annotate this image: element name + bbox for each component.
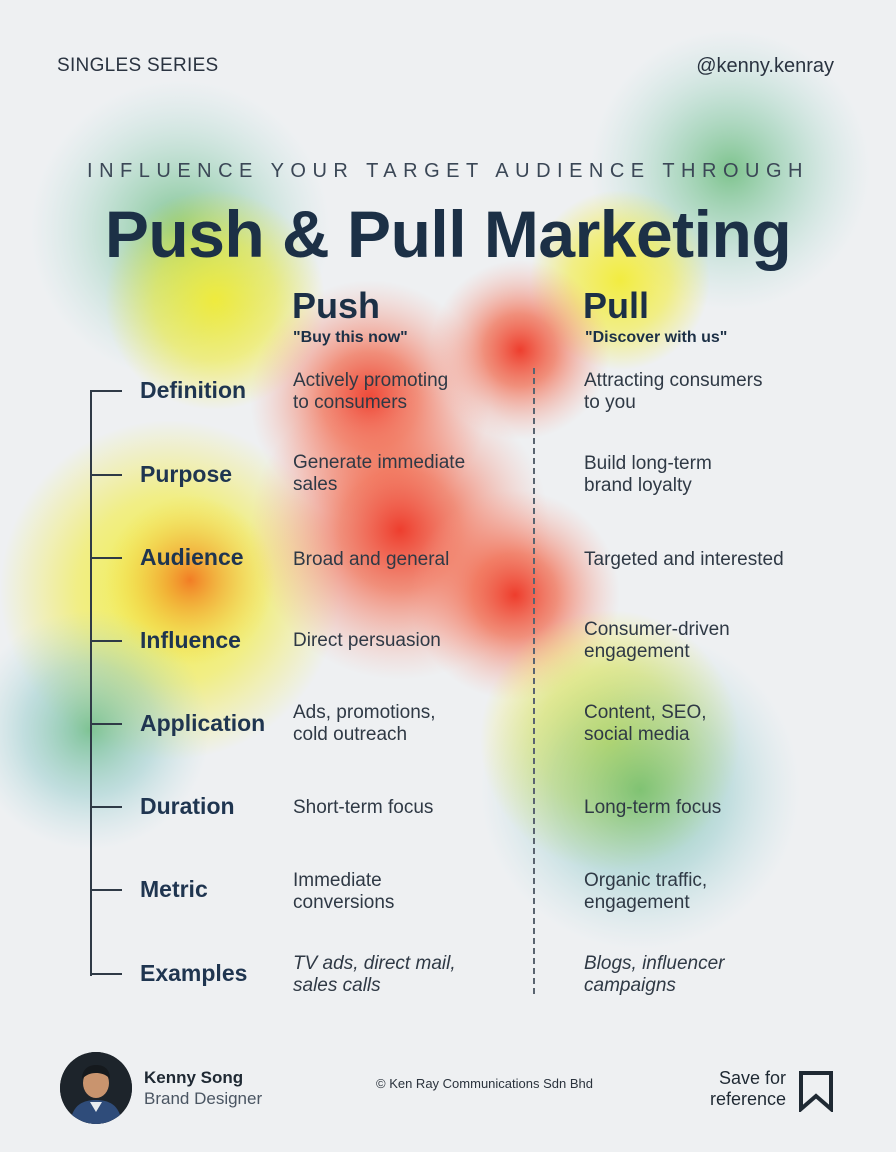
cell-line: Content, SEO, [584, 702, 707, 723]
avatar[interactable] [60, 1052, 132, 1124]
save-for-reference-label[interactable]: Save for reference [690, 1068, 786, 1110]
pull-column-title: Pull [583, 285, 650, 326]
cell-line: sales [293, 474, 338, 495]
cell-line: to consumers [293, 392, 408, 413]
cell-line: Organic traffic, [584, 870, 708, 891]
cell-line: Broad and general [293, 549, 450, 570]
page-title: Push & Pull Marketing [104, 197, 792, 271]
row-bracket [90, 390, 92, 976]
bracket-tick [90, 889, 122, 891]
cell-line: Direct persuasion [293, 630, 441, 651]
row-label-audience: Audience [140, 544, 244, 570]
push-column-title: Push [292, 285, 381, 326]
pull-examples: Blogs, influencer campaigns [584, 953, 814, 997]
cell-line: cold outreach [293, 724, 408, 745]
row-label-definition: Definition [140, 377, 247, 403]
headline-kicker: INFLUENCE YOUR TARGET AUDIENCE THROUGH [87, 160, 809, 182]
pull-metric: Organic traffic, engagement [584, 870, 814, 914]
row-label-examples: Examples [140, 960, 248, 986]
cell-line: Actively promoting [293, 370, 449, 391]
pull-column-tagline: "Discover with us" [585, 329, 728, 346]
cell-line: Consumer-driven [584, 619, 730, 640]
cell-line: sales calls [293, 975, 381, 996]
push-metric: Immediate conversions [293, 870, 523, 914]
pull-application: Content, SEO, social media [584, 702, 814, 746]
pull-duration: Long-term focus [584, 797, 814, 819]
cell-line: Generate immediate [293, 452, 466, 473]
push-column-tagline: "Buy this now" [293, 329, 408, 346]
cell-line: TV ads, direct mail, [293, 953, 456, 974]
bracket-tick [90, 640, 122, 642]
bookmark-icon[interactable] [798, 1070, 834, 1112]
row-label-purpose: Purpose [140, 461, 233, 487]
pull-definition: Attracting consumers to you [584, 370, 814, 414]
push-purpose: Generate immediate sales [293, 452, 523, 496]
copyright-notice: © Ken Ray Communications Sdn Bhd [376, 1076, 593, 1091]
push-examples: TV ads, direct mail, sales calls [293, 953, 523, 997]
pull-influence: Consumer-driven engagement [584, 619, 814, 663]
cell-line: to you [584, 392, 636, 413]
push-duration: Short-term focus [293, 797, 523, 819]
cell-line: Long-term focus [584, 797, 722, 818]
row-label-application: Application [140, 710, 266, 736]
cell-line: Blogs, influencer [584, 953, 725, 974]
push-audience: Broad and general [293, 549, 523, 571]
series-label: SINGLES SERIES [57, 55, 219, 76]
push-definition: Actively promoting to consumers [293, 370, 523, 414]
row-label-duration: Duration [140, 793, 235, 819]
author-role: Brand Designer [144, 1089, 263, 1108]
save-line: reference [709, 1089, 786, 1109]
push-influence: Direct persuasion [293, 630, 523, 652]
cell-line: engagement [584, 892, 690, 913]
cell-line: Short-term focus [293, 797, 434, 818]
pull-purpose: Build long-term brand loyalty [584, 453, 814, 497]
pull-audience: Targeted and interested [584, 549, 864, 571]
cell-line: Targeted and interested [584, 549, 784, 570]
cell-line: brand loyalty [584, 475, 692, 496]
cell-line: campaigns [584, 975, 676, 996]
cell-line: Attracting consumers [584, 370, 763, 391]
cell-line: conversions [293, 892, 395, 913]
cell-line: engagement [584, 641, 690, 662]
bracket-tick [90, 973, 122, 975]
social-handle[interactable]: @kenny.kenray [696, 55, 834, 77]
save-line: Save for [718, 1068, 786, 1088]
bracket-tick [90, 806, 122, 808]
author-name: Kenny Song [144, 1068, 244, 1087]
push-application: Ads, promotions, cold outreach [293, 702, 523, 746]
row-label-metric: Metric [140, 876, 208, 902]
cell-line: Immediate [293, 870, 382, 891]
column-divider [533, 368, 535, 994]
cell-line: Ads, promotions, [293, 702, 436, 723]
bracket-tick [90, 390, 122, 392]
cell-line: social media [584, 724, 690, 745]
row-label-influence: Influence [140, 627, 241, 653]
bracket-tick [90, 557, 122, 559]
bracket-tick [90, 474, 122, 476]
bracket-tick [90, 723, 122, 725]
profile-photo-icon [60, 1052, 132, 1124]
cell-line: Build long-term [584, 453, 712, 474]
